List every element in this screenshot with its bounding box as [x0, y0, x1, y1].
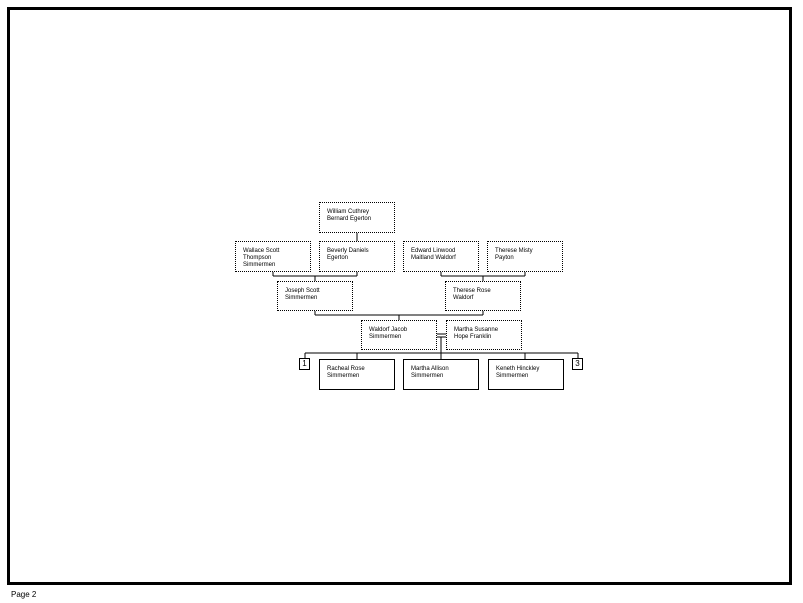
- person-name-line: Waldorf Jacob: [369, 327, 408, 333]
- person-name-line: Simmermen: [243, 262, 276, 268]
- person-name-line: Martha Allison: [411, 366, 449, 372]
- person-box-therese-payton[interactable]: Therese Misty Payton: [487, 241, 563, 272]
- person-name-line: Joseph Scott: [285, 288, 320, 294]
- page-frame: [7, 7, 792, 585]
- person-name-line: Martha Susanne: [454, 327, 499, 333]
- person-name-line: Simmermen: [369, 334, 402, 340]
- person-name-line: Egerton: [327, 255, 349, 261]
- person-name-line: Hope Franklin: [454, 334, 492, 340]
- person-name-line: Maitland Waldorf: [411, 255, 456, 261]
- page-link-marker-right[interactable]: 3: [572, 358, 583, 370]
- page-link-marker-left[interactable]: 1: [299, 358, 310, 370]
- person-box-joseph-simmermen[interactable]: Joseph Scott Simmermen: [277, 281, 353, 311]
- person-name-line: Bernard Egerton: [327, 216, 372, 222]
- person-name-line: Simmermen: [285, 295, 318, 301]
- person-box-racheal-simmermen[interactable]: Racheal Rose Simmermen: [319, 359, 395, 390]
- person-name-line: Payton: [495, 255, 514, 261]
- person-box-therese-waldorf[interactable]: Therese Rose Waldorf: [445, 281, 521, 311]
- person-name-line: Therese Misty: [495, 248, 533, 254]
- person-box-martha-simmermen[interactable]: Martha Allison Simmermen: [403, 359, 479, 390]
- person-name-line: Thompson: [243, 255, 272, 261]
- person-name-line: Waldorf: [453, 295, 474, 301]
- person-box-waldorf-simmermen[interactable]: Waldorf Jacob Simmermen: [361, 320, 437, 350]
- person-box-beverly-egerton[interactable]: Beverly Daniels Egerton: [319, 241, 395, 272]
- person-name-line: Therese Rose: [453, 288, 491, 294]
- person-name-line: Edward Linwood: [411, 248, 456, 254]
- person-name-line: Simmermen: [496, 373, 529, 379]
- person-name-line: Simmermen: [327, 373, 360, 379]
- person-name-line: Simmermen: [411, 373, 444, 379]
- person-name-line: William Cuthrey: [327, 209, 370, 215]
- person-box-edward-waldorf[interactable]: Edward Linwood Maitland Waldorf: [403, 241, 479, 272]
- person-box-keneth-simmermen[interactable]: Keneth Hinckley Simmermen: [488, 359, 564, 390]
- person-name-line: Racheal Rose: [327, 366, 365, 372]
- page-number-label: Page 2: [11, 590, 37, 599]
- person-name-line: Wallace Scott: [243, 248, 280, 254]
- person-name-line: Keneth Hinckley: [496, 366, 540, 372]
- person-name-line: Beverly Daniels: [327, 248, 369, 254]
- person-box-martha-franklin[interactable]: Martha Susanne Hope Franklin: [446, 320, 522, 350]
- person-box-william-egerton[interactable]: William Cuthrey Bernard Egerton: [319, 202, 395, 233]
- person-box-wallace-simmermen[interactable]: Wallace Scott Thompson Simmermen: [235, 241, 311, 272]
